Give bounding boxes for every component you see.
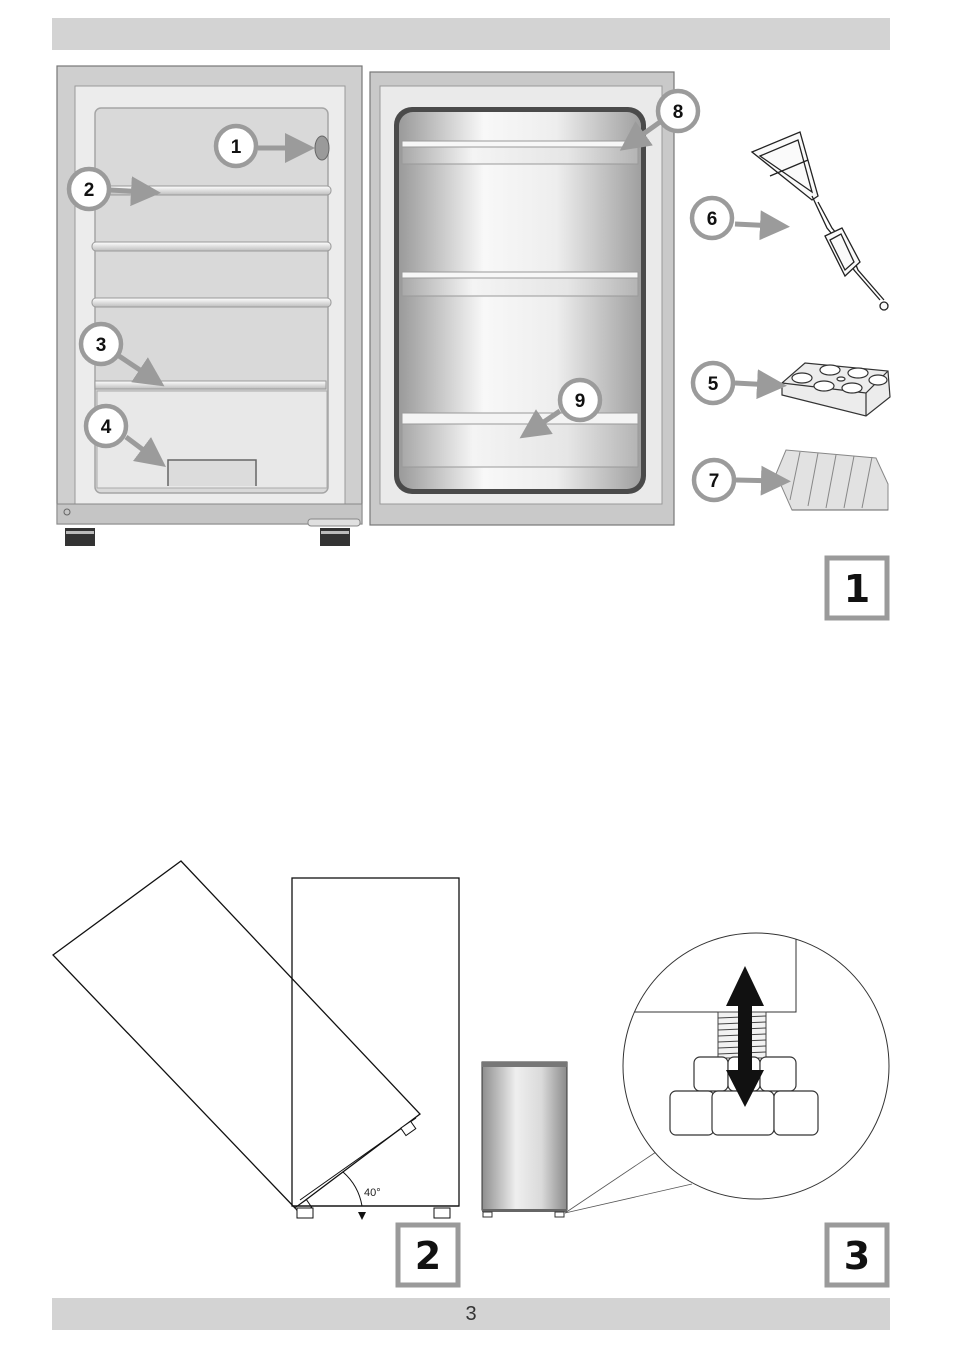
svg-text:8: 8 <box>673 102 684 123</box>
callout-2: 2 <box>69 169 109 209</box>
svg-text:1: 1 <box>844 567 870 611</box>
figure-2-tilting: 40° 2 <box>53 861 459 1285</box>
svg-text:2: 2 <box>415 1234 441 1278</box>
svg-text:5: 5 <box>708 374 719 395</box>
svg-text:6: 6 <box>707 209 718 230</box>
callout-8: 8 <box>658 91 698 131</box>
figure-1-fridge-interior: 1 2 3 4 5 6 7 8 <box>57 66 890 618</box>
tilt-angle-label: 40° <box>364 1187 381 1199</box>
small-fridge <box>482 1062 567 1210</box>
tilted-cabinet <box>53 861 420 1208</box>
callout-9: 9 <box>560 380 600 420</box>
callout-3: 3 <box>81 324 121 364</box>
crisper-handle <box>168 460 256 486</box>
foot-right <box>320 528 350 546</box>
figure-3-leveling-feet: 3 <box>482 933 889 1285</box>
bottle-rack <box>776 450 888 510</box>
svg-text:1: 1 <box>231 137 242 158</box>
callout-5: 5 <box>693 363 733 403</box>
figure-number-1: 1 <box>827 558 887 618</box>
callout-7: 7 <box>694 460 734 500</box>
svg-text:3: 3 <box>96 335 107 356</box>
svg-text:3: 3 <box>844 1234 870 1278</box>
figure-number-3: 3 <box>827 1225 887 1285</box>
figure-number-2: 2 <box>398 1225 458 1285</box>
ice-scraper <box>752 132 888 310</box>
svg-text:4: 4 <box>101 417 112 438</box>
callout-4: 4 <box>86 406 126 446</box>
svg-text:7: 7 <box>709 471 720 492</box>
callout-6: 6 <box>692 198 732 238</box>
egg-tray <box>782 363 890 416</box>
svg-text:9: 9 <box>575 391 586 412</box>
svg-text:2: 2 <box>84 180 95 201</box>
thermostat-knob <box>315 136 329 160</box>
callout-1: 1 <box>216 126 256 166</box>
foot-left <box>65 528 95 546</box>
